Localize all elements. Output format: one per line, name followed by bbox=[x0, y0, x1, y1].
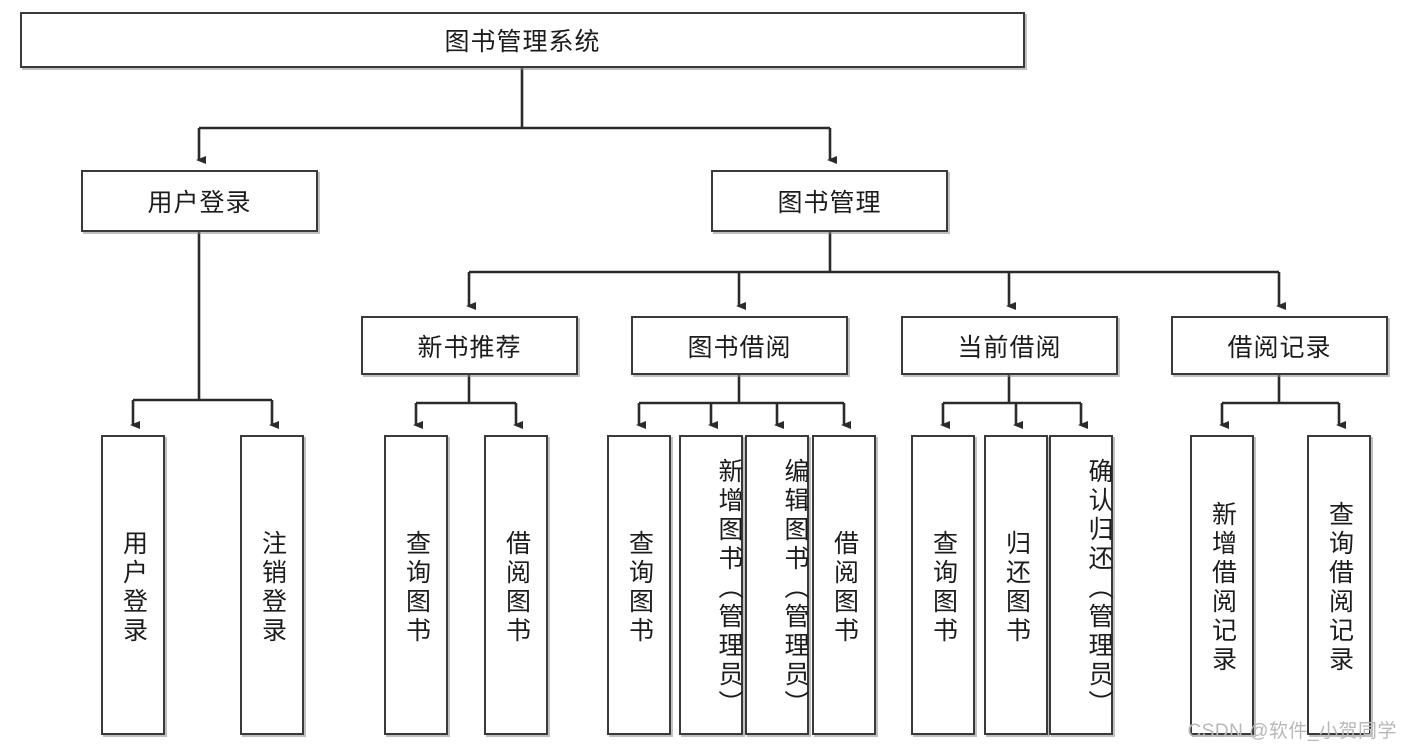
node-root[interactable]: 图书管理系统 bbox=[20, 12, 1025, 68]
node-leaf-edit-book[interactable]: 编辑图书（管理员） bbox=[745, 435, 809, 735]
node-leaf-add-record[interactable]: 新增借阅记录 bbox=[1190, 435, 1254, 735]
node-leaf-query-record[interactable]: 查询借阅记录 bbox=[1307, 435, 1371, 735]
node-leaf-add-record-label: 新增借阅记录 bbox=[1208, 501, 1237, 675]
node-leaf-logout[interactable]: 注销登录 bbox=[240, 435, 304, 735]
node-book-borrow[interactable]: 图书借阅 bbox=[631, 316, 848, 375]
node-leaf-borrow-book-2-label: 借阅图书 bbox=[830, 530, 859, 646]
node-leaf-return-book-label: 归还图书 bbox=[1002, 530, 1031, 646]
node-leaf-borrow-book-2[interactable]: 借阅图书 bbox=[812, 435, 876, 735]
node-leaf-query-record-label: 查询借阅记录 bbox=[1325, 501, 1354, 675]
node-leaf-confirm-return[interactable]: 确认归还（管理员） bbox=[1049, 435, 1113, 735]
node-leaf-add-book-label: 新增图书（管理员） bbox=[715, 457, 743, 719]
node-borrow-record-label: 借阅记录 bbox=[1227, 333, 1332, 362]
node-leaf-borrow-book-1[interactable]: 借阅图书 bbox=[484, 435, 548, 735]
node-root-label: 图书管理系统 bbox=[444, 28, 601, 56]
node-new-book-rec[interactable]: 新书推荐 bbox=[361, 316, 578, 375]
node-current-borrow-label: 当前借阅 bbox=[957, 333, 1062, 362]
node-current-borrow[interactable]: 当前借阅 bbox=[901, 316, 1118, 375]
node-user-login-label: 用户登录 bbox=[147, 189, 252, 217]
node-leaf-confirm-return-label: 确认归还（管理员） bbox=[1085, 457, 1113, 719]
node-leaf-user-login[interactable]: 用户登录 bbox=[101, 435, 165, 735]
csdn-watermark: CSDN @软件_小贺同学 bbox=[1187, 721, 1397, 742]
node-book-borrow-label: 图书借阅 bbox=[687, 333, 792, 362]
node-book-manage[interactable]: 图书管理 bbox=[711, 170, 948, 232]
node-leaf-query-book-1-label: 查询图书 bbox=[402, 530, 431, 646]
node-leaf-edit-book-label: 编辑图书（管理员） bbox=[781, 457, 809, 719]
node-leaf-query-book-3-label: 查询图书 bbox=[929, 530, 958, 646]
node-leaf-query-book-3[interactable]: 查询图书 bbox=[911, 435, 975, 735]
node-leaf-query-book-2-label: 查询图书 bbox=[625, 530, 654, 646]
node-leaf-logout-label: 注销登录 bbox=[258, 530, 287, 646]
node-borrow-record[interactable]: 借阅记录 bbox=[1171, 316, 1388, 375]
node-leaf-query-book-1[interactable]: 查询图书 bbox=[384, 435, 448, 735]
node-new-book-rec-label: 新书推荐 bbox=[417, 333, 522, 362]
node-user-login[interactable]: 用户登录 bbox=[81, 170, 318, 232]
node-leaf-user-login-label: 用户登录 bbox=[119, 530, 148, 646]
node-leaf-return-book[interactable]: 归还图书 bbox=[984, 435, 1048, 735]
node-leaf-borrow-book-1-label: 借阅图书 bbox=[502, 530, 531, 646]
node-leaf-query-book-2[interactable]: 查询图书 bbox=[607, 435, 671, 735]
node-book-manage-label: 图书管理 bbox=[777, 189, 882, 217]
node-leaf-add-book[interactable]: 新增图书（管理员） bbox=[679, 435, 743, 735]
